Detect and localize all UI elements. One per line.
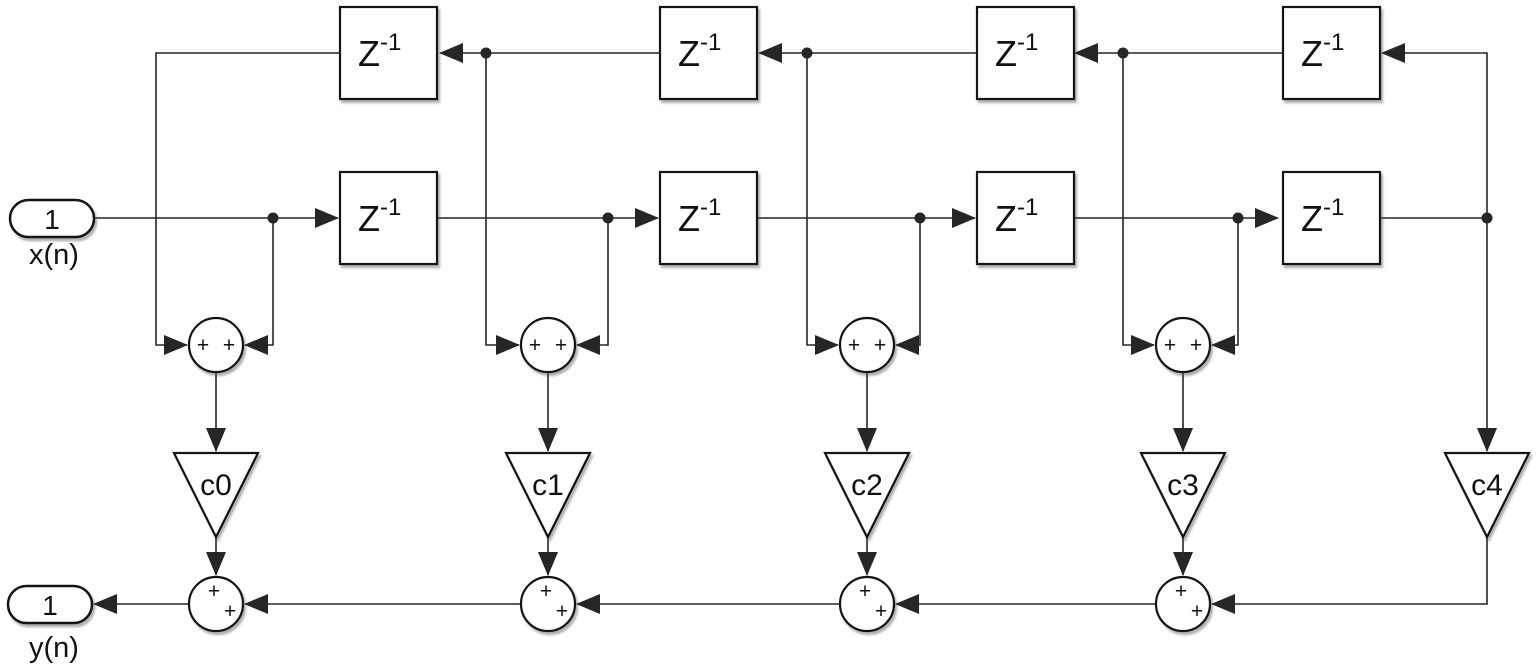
sum-out-1[interactable]: [519, 575, 577, 633]
junction-dot: [914, 212, 926, 224]
junction-dot: [602, 212, 614, 224]
wire-tap2-right-input[interactable]: [895, 218, 921, 355]
delay-block-top-2[interactable]: [658, 5, 759, 101]
junction-dot: [480, 47, 492, 59]
gain-c0[interactable]: [172, 451, 260, 540]
plus-sign: +: [1164, 334, 1176, 357]
outport-y[interactable]: [6, 584, 94, 625]
wire-c4-to-sum-out3[interactable]: [1211, 537, 1488, 614]
sum-out-3[interactable]: [1154, 575, 1212, 633]
plus-sign: +: [197, 334, 209, 357]
delay-block-mid-2[interactable]: [658, 170, 759, 266]
delay-block-top-3[interactable]: [975, 5, 1076, 101]
inport-value: 1: [44, 204, 60, 235]
delay-blocks-top-row: Z-1 Z-1 Z-1 Z-1: [338, 5, 1382, 101]
inport-label: x(n): [29, 239, 79, 271]
plus-sign: +: [555, 334, 567, 357]
delay-block-top-4[interactable]: [1281, 5, 1382, 101]
delay-block-top-1[interactable]: [338, 5, 439, 101]
junction-dot: [801, 47, 813, 59]
output-sum-blocks: + + + + + + + +: [187, 575, 1212, 633]
gain-label: c4: [1471, 469, 1503, 502]
wire-tap1-right-input[interactable]: [576, 218, 609, 355]
sum-tap-1[interactable]: [519, 316, 577, 374]
delay-block-mid-1[interactable]: [338, 170, 439, 266]
sum-tap-0[interactable]: [187, 316, 245, 374]
plus-sign: +: [540, 580, 552, 603]
delay-block-label: Z-1: [1301, 29, 1344, 74]
sum-out-2[interactable]: [838, 575, 896, 633]
output-port-group: 1 y(n): [6, 584, 94, 664]
plus-sign: +: [208, 580, 220, 603]
delay-block-label: Z-1: [678, 194, 721, 239]
delay-blocks-middle-row: Z-1 Z-1 Z-1 Z-1: [338, 170, 1382, 266]
gain-c4[interactable]: [1443, 451, 1531, 540]
plus-sign: +: [1190, 334, 1202, 357]
sum-tap-3[interactable]: [1154, 316, 1212, 374]
plus-sign: +: [848, 334, 860, 357]
wire-tap2-left-input[interactable]: [806, 53, 839, 355]
plus-sign: +: [874, 334, 886, 357]
plus-sign: +: [1175, 580, 1187, 603]
wire-tap1-left-input[interactable]: [485, 53, 520, 355]
outport-value: 1: [42, 590, 58, 621]
sum-tap-2[interactable]: [838, 316, 896, 374]
delay-block-label: Z-1: [678, 29, 721, 74]
tap-sum-blocks: + + + + + + + +: [187, 316, 1212, 374]
junction-dot: [1117, 47, 1129, 59]
plus-sign: +: [224, 600, 236, 623]
gain-label: c0: [200, 469, 232, 502]
gain-label: c3: [1167, 469, 1199, 502]
signal-wires: [93, 43, 1497, 614]
delay-block-label: Z-1: [358, 194, 401, 239]
delay-block-label: Z-1: [995, 194, 1038, 239]
plus-sign: +: [529, 334, 541, 357]
gain-label: c1: [532, 469, 564, 502]
plus-sign: +: [556, 600, 568, 623]
junction-dot: [1232, 212, 1244, 224]
junction-dot: [1481, 212, 1493, 224]
plus-sign: +: [223, 334, 235, 357]
delay-block-label: Z-1: [995, 29, 1038, 74]
delay-block-mid-4[interactable]: [1281, 170, 1382, 266]
delay-block-mid-3[interactable]: [975, 170, 1076, 266]
gain-c2[interactable]: [823, 451, 911, 540]
sum-out-0[interactable]: [187, 575, 245, 633]
wire-tap3-right-input[interactable]: [1211, 218, 1239, 355]
delay-block-label: Z-1: [358, 29, 401, 74]
gain-blocks: c0 c1 c2 c3 c4: [172, 451, 1531, 540]
input-port-group: 1 x(n): [8, 198, 96, 271]
junction-dot: [267, 212, 279, 224]
outport-label: y(n): [29, 632, 79, 664]
inport-x[interactable]: [8, 198, 96, 239]
wire-tap0-right-input[interactable]: [244, 218, 274, 355]
wire-branch-up-to-delay-t4[interactable]: [1381, 43, 1488, 218]
wire-delay-t1-to-sum-tap0[interactable]: [155, 52, 340, 355]
gain-c1[interactable]: [504, 451, 592, 540]
plus-sign: +: [1191, 600, 1203, 623]
gain-label: c2: [851, 469, 883, 502]
plus-sign: +: [859, 580, 871, 603]
wire-tap3-left-input[interactable]: [1122, 53, 1155, 355]
delay-block-label: Z-1: [1301, 194, 1344, 239]
gain-c3[interactable]: [1139, 451, 1227, 540]
plus-sign: +: [875, 600, 887, 623]
